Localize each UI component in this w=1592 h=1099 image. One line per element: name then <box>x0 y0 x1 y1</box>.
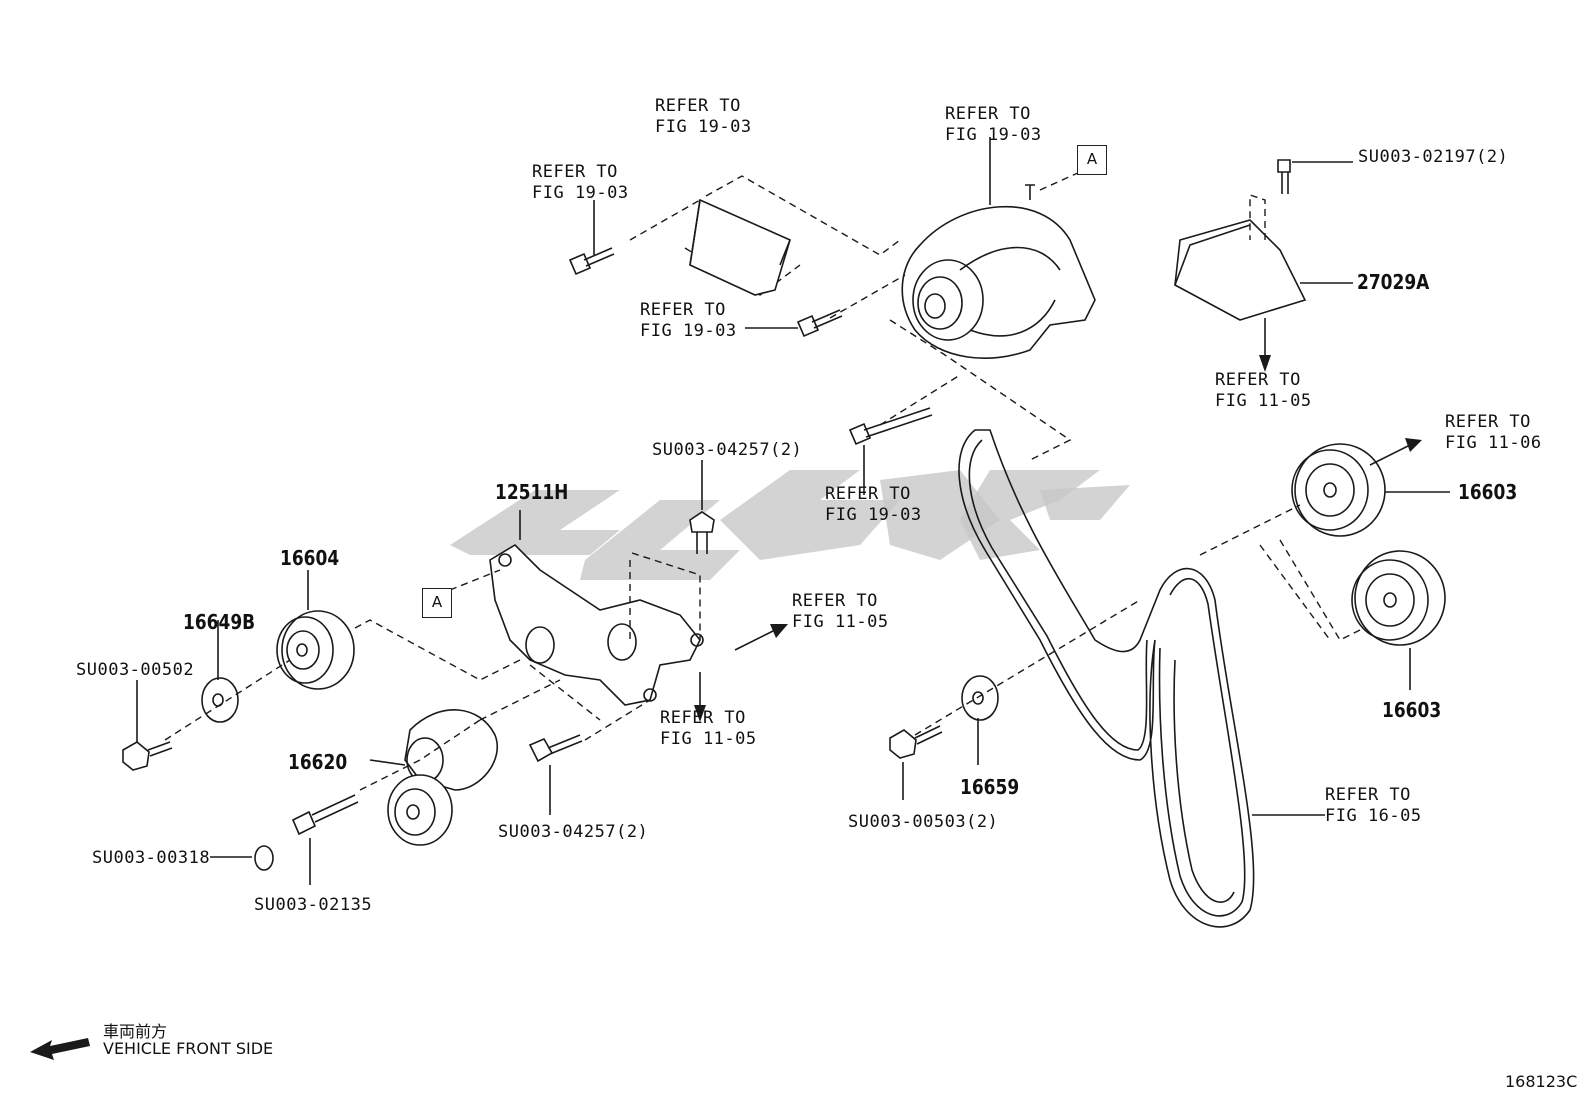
alternator <box>901 137 1096 359</box>
bolt-su003-02135 <box>291 794 359 885</box>
watermark-logo <box>450 470 1130 580</box>
part-label-su003-02197: SU003-02197(2) <box>1358 147 1509 167</box>
washer-16659 <box>961 675 999 765</box>
washer-16649b <box>201 620 239 723</box>
alternator-cover <box>689 198 791 296</box>
part-label-27029a: 27029A <box>1357 270 1430 294</box>
refer-label: REFER TO FIG 19-03 <box>640 300 737 341</box>
drive-belt <box>958 429 1325 928</box>
part-label-12511h: 12511H <box>495 480 569 504</box>
part-label-16659: 16659 <box>960 775 1020 799</box>
refer-label: REFER TO FIG 16-05 <box>1325 785 1422 826</box>
refer-label: REFER TO FIG 19-03 <box>655 96 752 137</box>
ref-mark-a: A <box>1077 145 1107 175</box>
refer-label: REFER TO FIG 11-05 <box>1215 370 1312 411</box>
part-label-su003-02135: SU003-02135 <box>254 895 373 915</box>
bolt-cover <box>568 200 615 276</box>
refer-label: REFER TO FIG 19-03 <box>945 104 1042 145</box>
front-arrow-icon <box>30 1038 90 1060</box>
cap-su003-00318 <box>210 845 274 871</box>
bolt-su003-00502 <box>122 680 173 771</box>
refer-label: REFER TO FIG 11-05 <box>660 708 757 749</box>
bolt-su003-04257-bottom <box>528 734 583 815</box>
bolt-su003-04257-top <box>689 460 715 554</box>
part-label-16603-bottom: 16603 <box>1382 698 1442 722</box>
idler-pulley-16603-bottom <box>1351 550 1446 690</box>
tensioner-16620 <box>369 709 498 846</box>
part-label-16603-top: 16603 <box>1458 480 1518 504</box>
part-label-su003-04257-bottom: SU003-04257(2) <box>498 822 649 842</box>
part-label-su003-04257-top: SU003-04257(2) <box>652 440 803 460</box>
figure-code: 168123C <box>1505 1072 1578 1091</box>
refer-label: REFER TO FIG 19-03 <box>825 484 922 525</box>
bracket-12511h <box>489 510 704 706</box>
bracket-27029a <box>1174 159 1353 372</box>
pulley-16604 <box>276 570 355 690</box>
refer-label: REFER TO FIG 11-05 <box>792 591 889 632</box>
bolt-su003-00503 <box>889 725 943 800</box>
part-label-su003-00502: SU003-00502 <box>76 660 195 680</box>
ref-mark-a: A <box>422 588 452 618</box>
part-label-su003-00503: SU003-00503(2) <box>848 812 999 832</box>
part-label-16604: 16604 <box>280 546 340 570</box>
idler-pulley-16603-top <box>1291 443 1450 537</box>
part-label-16620: 16620 <box>288 750 348 774</box>
refer-label: REFER TO FIG 19-03 <box>532 162 629 203</box>
front-side-jp: 車両前方 <box>103 1022 168 1041</box>
bolt-alternator-mid <box>745 309 843 338</box>
front-side-en: VEHICLE FRONT SIDE <box>103 1039 274 1058</box>
bolt-alternator-long <box>848 407 933 495</box>
part-label-su003-00318: SU003-00318 <box>92 848 211 868</box>
refer-label: REFER TO FIG 11-06 <box>1445 412 1542 453</box>
part-label-16649b: 16649B <box>183 610 256 634</box>
